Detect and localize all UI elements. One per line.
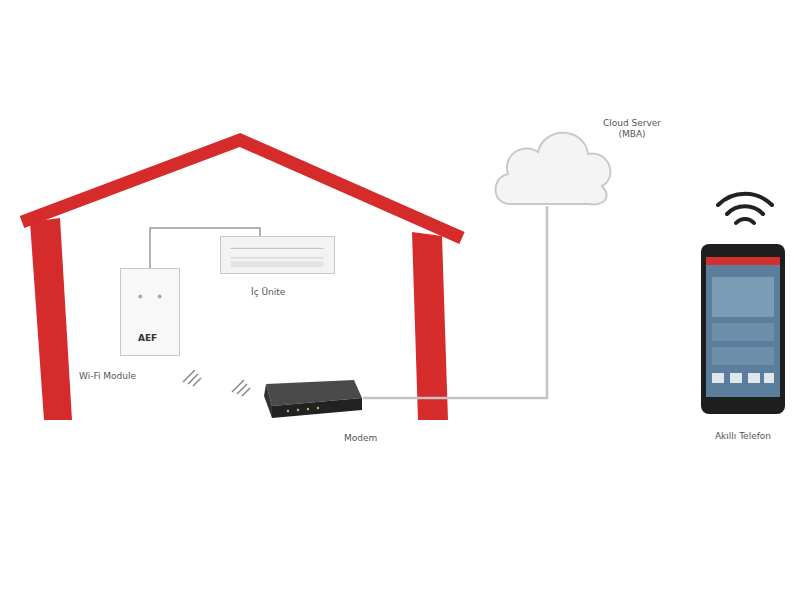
node-label: Wi-Fi Module [79, 371, 136, 382]
node-label: Akıllı Telefon [700, 431, 786, 442]
node-label: Modem [344, 433, 377, 444]
connector-line [363, 206, 547, 398]
smartphone-outline [700, 243, 786, 415]
smartphone: Akıllı Telefon [700, 243, 786, 415]
indoor-unit-outline [221, 237, 334, 273]
node-label: AEF [138, 333, 157, 344]
house-wall-left [30, 218, 72, 420]
house-wall-right [412, 232, 448, 420]
cloud-shape-outline [488, 120, 616, 208]
node-label: Cloud Server (MBA) [600, 118, 664, 140]
cloud-shape: Cloud Server (MBA) [488, 120, 616, 208]
modem-box-outline [258, 378, 363, 418]
indoor-unit: İç Ünite [220, 236, 335, 274]
modem-box: Modem [258, 378, 363, 418]
phone-wifi-symbol [718, 194, 772, 223]
wifi-signal-icons [183, 370, 250, 396]
wifi-module-box: AEFWi-Fi Module [120, 268, 180, 356]
node-label: İç Ünite [251, 287, 285, 298]
house-roof [22, 140, 462, 238]
